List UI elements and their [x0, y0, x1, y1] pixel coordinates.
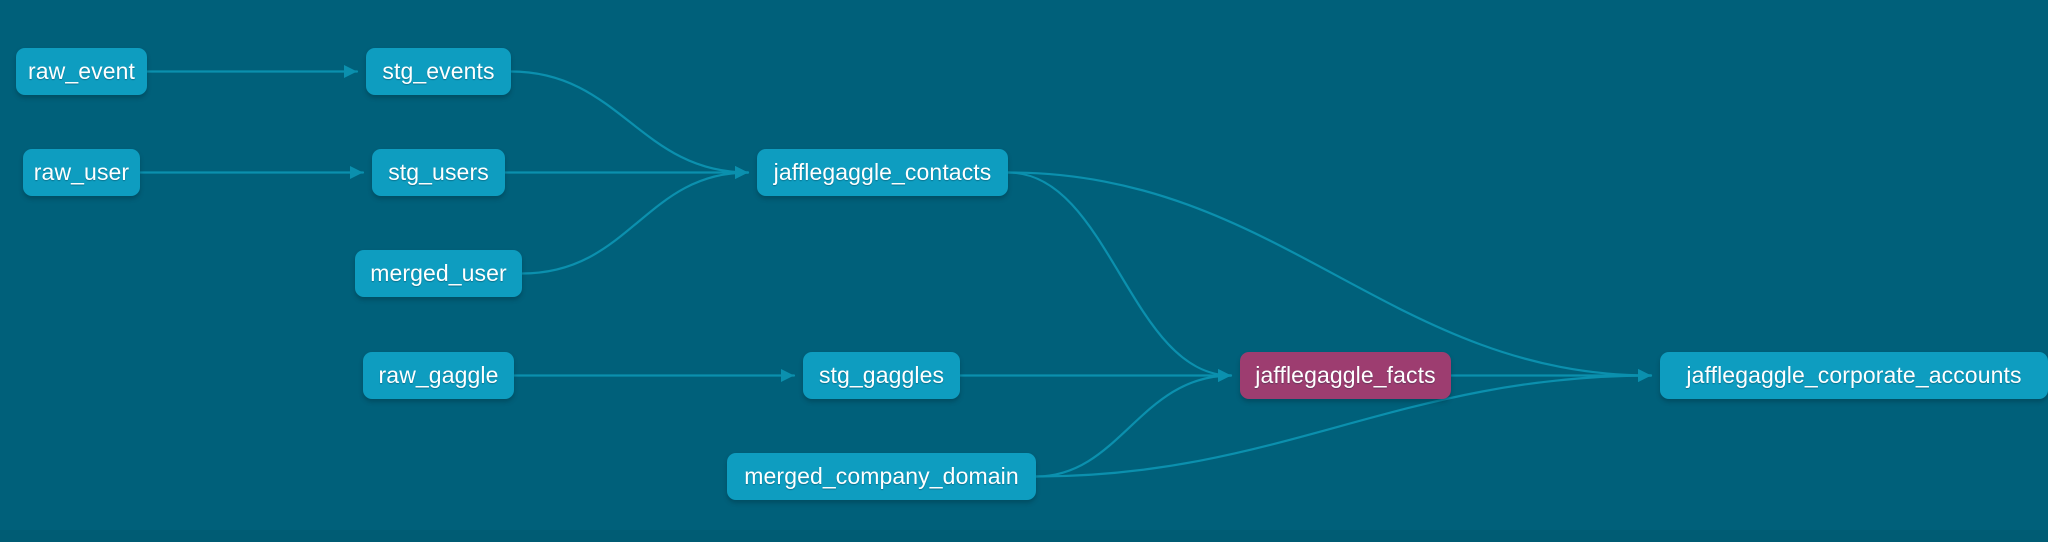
graph-node-raw_event[interactable]: raw_event [16, 48, 147, 95]
graph-node-merged_user[interactable]: merged_user [355, 250, 522, 297]
graph-node-stg_users[interactable]: stg_users [372, 149, 505, 196]
graph-node-label: jafflegaggle_contacts [773, 159, 992, 185]
graph-node-label: jafflegaggle_facts [1255, 362, 1436, 388]
graph-node-merged_company_domain[interactable]: merged_company_domain [727, 453, 1036, 500]
graph-node-jafflegaggle_facts[interactable]: jafflegaggle_facts [1240, 352, 1451, 399]
graph-node-label: merged_company_domain [744, 463, 1019, 489]
graph-node-label: stg_users [388, 159, 489, 185]
graph-node-label: raw_event [27, 58, 136, 84]
graph-node-label: raw_gaggle [378, 362, 499, 388]
graph-node-raw_user[interactable]: raw_user [23, 149, 140, 196]
canvas-bottom-band [0, 530, 2048, 542]
graph-node-jafflegaggle_contacts[interactable]: jafflegaggle_contacts [757, 149, 1008, 196]
graph-node-label: stg_gaggles [818, 362, 945, 388]
graph-node-label: merged_user [370, 260, 507, 286]
graph-node-label: stg_events [382, 58, 495, 84]
graph-node-raw_gaggle[interactable]: raw_gaggle [363, 352, 514, 399]
graph-node-label: jafflegaggle_corporate_accounts [1686, 362, 2022, 388]
graph-node-stg_events[interactable]: stg_events [366, 48, 511, 95]
graph-node-stg_gaggles[interactable]: stg_gaggles [803, 352, 960, 399]
graph-node-jafflegaggle_corporate_accounts[interactable]: jafflegaggle_corporate_accounts [1660, 352, 2048, 399]
graph-node-label: raw_user [33, 159, 130, 185]
